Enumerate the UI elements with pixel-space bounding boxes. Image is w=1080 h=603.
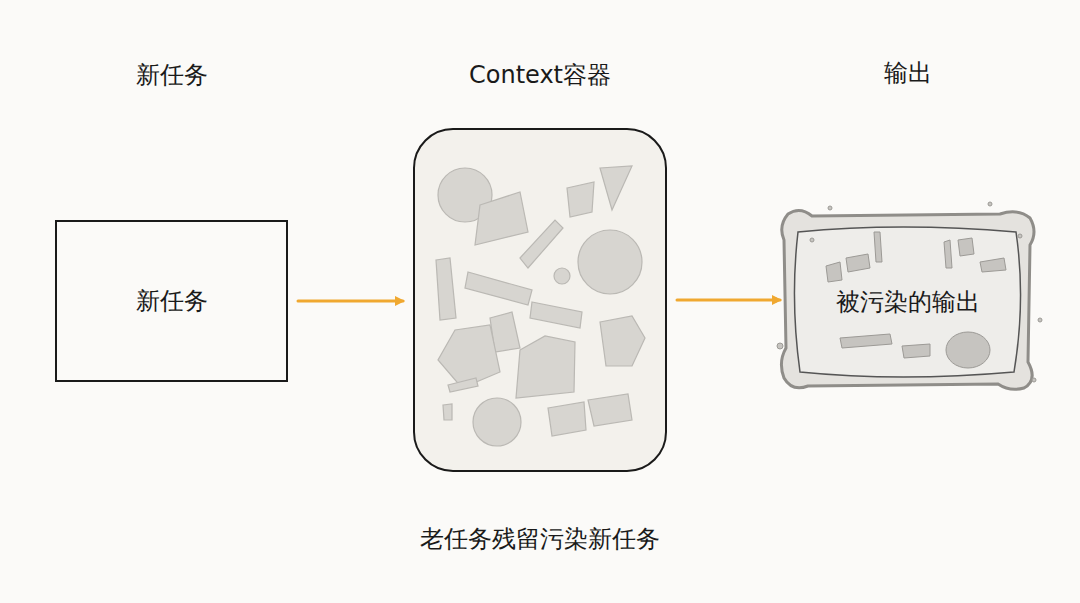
- column-heading: 输出: [884, 57, 932, 89]
- container-fill: [413, 128, 667, 472]
- stains: [774, 202, 1042, 382]
- context-container: Context容器: [413, 128, 667, 472]
- box-label: 新任务: [136, 285, 208, 317]
- box-label: 被污染的输出: [836, 286, 980, 318]
- flow-arrow: [677, 299, 780, 302]
- task-box: 新任务新任务: [55, 220, 288, 382]
- inner-outline: [794, 227, 1020, 377]
- fragments: [436, 166, 645, 446]
- caption: 老任务残留污染新任务: [0, 523, 1080, 555]
- flow-arrow: [298, 300, 403, 303]
- output-box: 输出被污染的输出: [790, 222, 1025, 382]
- column-heading: 新任务: [136, 59, 208, 91]
- smudge-frame: [781, 210, 1034, 389]
- column-heading: Context容器: [469, 59, 611, 91]
